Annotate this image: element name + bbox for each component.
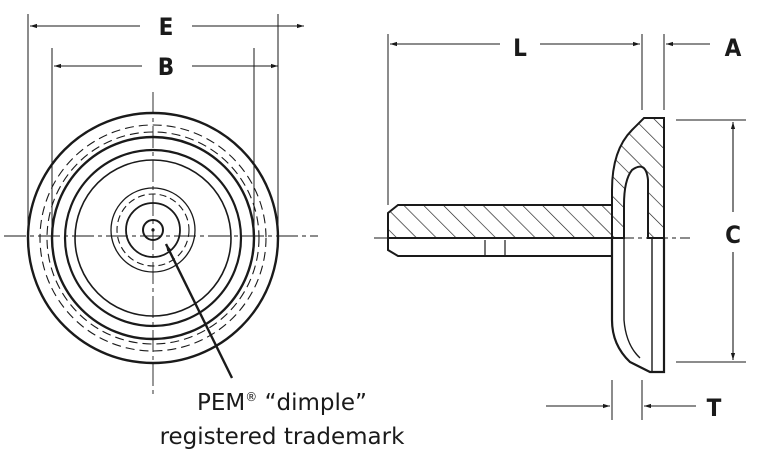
annotation-pem: PEM <box>197 390 245 416</box>
dim-a-label: A <box>725 34 742 62</box>
dimple-annotation: PEM® “dimple” registered trademark <box>160 390 406 450</box>
rim-hidden-circle-outer <box>39 124 267 352</box>
front-view: E B <box>4 13 318 394</box>
head-lower-outline <box>610 238 666 374</box>
shank-lower-outline <box>387 238 612 257</box>
head-section <box>611 117 665 239</box>
head-lower-inner <box>623 238 641 359</box>
annotation-registered-mark: ® <box>245 390 257 404</box>
rim-hidden-circle-inner <box>46 131 260 345</box>
dim-t-label: T <box>707 394 722 422</box>
annotation-line2: registered trademark <box>160 424 406 450</box>
dimple-leader-line <box>164 243 234 379</box>
dim-e-label: E <box>159 13 174 41</box>
dim-l-label: L <box>513 34 527 62</box>
annotation-line1: PEM® “dimple” <box>197 390 367 416</box>
dim-b-label: B <box>158 53 174 81</box>
side-view: L A C T <box>374 34 746 422</box>
dim-c-label: C <box>725 221 741 249</box>
annotation-dimple: “dimple” <box>257 390 367 416</box>
shank-section <box>387 204 613 239</box>
